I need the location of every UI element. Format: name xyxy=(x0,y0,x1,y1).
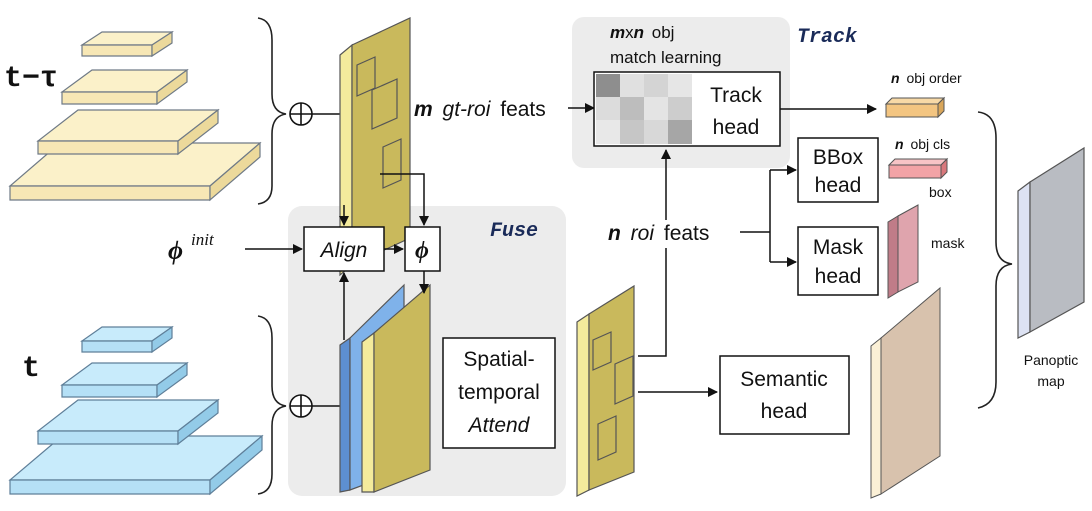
bbox-head-line-2: head xyxy=(815,174,862,197)
attend-line-3: Attend xyxy=(467,414,531,437)
mask-output-map xyxy=(887,204,919,299)
attend-line-1: Spatial- xyxy=(463,348,534,371)
mask-head-line-1: Mask xyxy=(813,236,864,259)
semantic-output-map xyxy=(870,286,941,499)
track-region-title: Track xyxy=(797,26,858,49)
match-learning-line-2: match learning xyxy=(610,48,722,67)
obj-cls-vector xyxy=(887,157,949,180)
phi-label: ϕ xyxy=(415,238,429,264)
curr-frame-pyramid xyxy=(8,325,264,496)
panoptic-map xyxy=(1017,146,1085,339)
roi-feats-label: n roi feats xyxy=(608,222,709,245)
attend-box xyxy=(442,337,556,449)
attend-line-2: temporal xyxy=(458,381,540,404)
bbox-head-line-1: BBox xyxy=(813,146,864,169)
curr-frame-label: t xyxy=(22,352,40,386)
curr-frame-brace xyxy=(257,315,287,495)
phi-init-symbol: ϕ xyxy=(168,236,183,265)
curr-feature-maps xyxy=(339,283,431,493)
semantic-head-line-1: Semantic xyxy=(740,368,828,391)
curr-sum-operator xyxy=(289,394,313,418)
bbox-head-box xyxy=(797,137,879,203)
fused-feature-map xyxy=(576,284,635,497)
track-head-line-2: head xyxy=(713,116,760,139)
mask-label: mask xyxy=(931,235,965,251)
mask-head-box xyxy=(797,226,879,296)
align-label: Align xyxy=(319,239,368,262)
match-learning-line-1: mxn obj xyxy=(610,23,674,42)
semantic-head-box xyxy=(719,355,850,435)
box-label: box xyxy=(929,184,952,200)
output-brace xyxy=(977,111,1013,409)
prev-sum-operator xyxy=(289,102,313,126)
phi-init-superscript: init xyxy=(191,230,215,249)
panoptic-label-line-2: map xyxy=(1037,373,1064,389)
obj-order-vector xyxy=(884,96,946,119)
obj-cls-label: n obj cls xyxy=(895,136,950,152)
track-head-line-1: Track xyxy=(710,84,762,107)
panoptic-label-line-1: Panoptic xyxy=(1024,352,1078,368)
prev-frame-brace xyxy=(257,17,287,205)
prev-frame-label: t−τ xyxy=(4,62,58,96)
mask-head-line-2: head xyxy=(815,265,862,288)
match-matrix xyxy=(596,74,692,144)
semantic-head-line-2: head xyxy=(761,400,808,423)
gt-roi-feats-label: m gt-roi feats xyxy=(414,98,546,121)
prev-frame-pyramid xyxy=(8,30,262,202)
obj-order-label: n obj order xyxy=(891,70,962,86)
phi-box xyxy=(404,226,441,272)
align-box xyxy=(303,226,385,272)
fuse-region-title: Fuse xyxy=(490,220,538,243)
